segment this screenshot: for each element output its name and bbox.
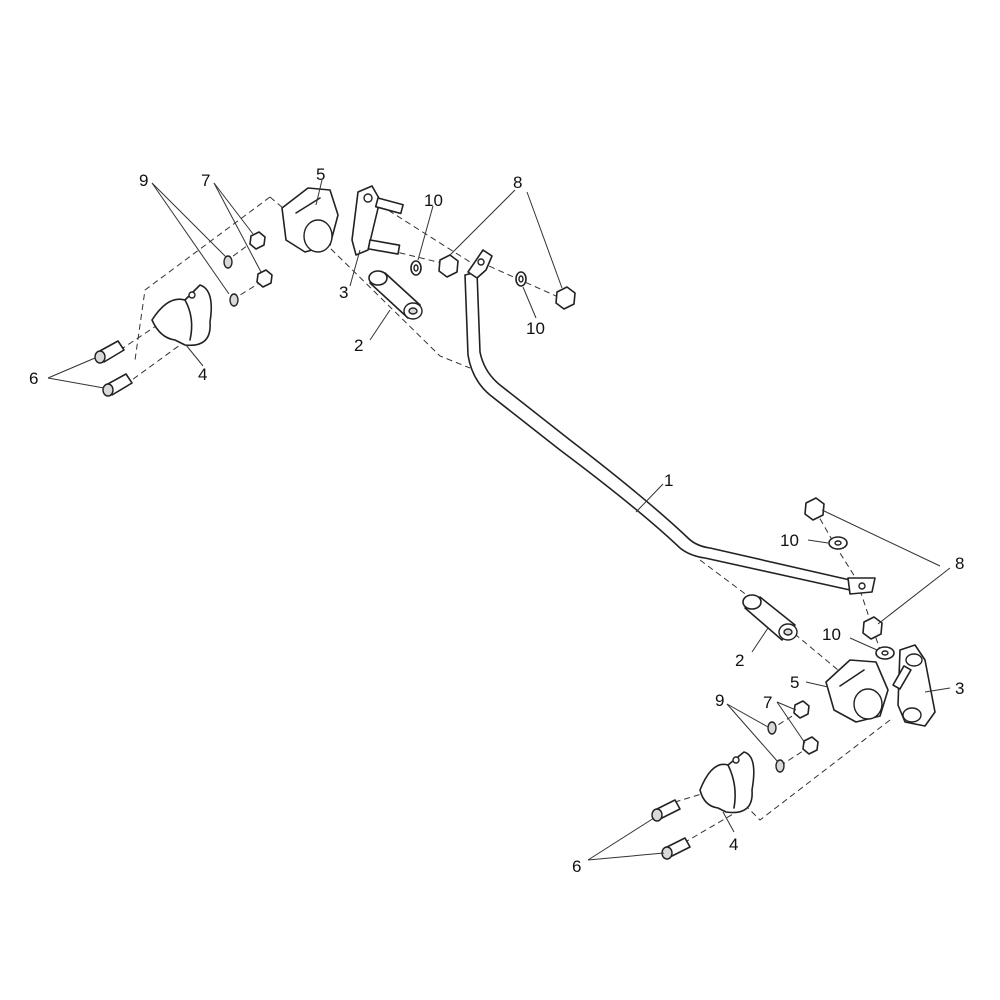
small-nuts-left: [249, 231, 273, 288]
callout-10-upper-right: 10: [780, 531, 799, 550]
bolts-right: [651, 799, 691, 860]
callout-9-right: 9: [715, 691, 724, 710]
callout-5-left: 5: [316, 165, 325, 184]
callout-6-right: 6: [572, 857, 581, 876]
callout-2-left: 2: [354, 336, 363, 355]
u-bracket-right: [699, 751, 755, 814]
end-link-right: [892, 644, 936, 727]
callout-5-right: 5: [790, 673, 799, 692]
leader-lines: [47, 179, 951, 861]
lock-washers-left: [223, 255, 239, 307]
flat-washers: [410, 260, 895, 660]
u-bracket-left: [151, 284, 213, 347]
callout-labels: 9 7 5 10 8 3 2 10 6 4 1 10 8 10 2 5 3 9 …: [29, 165, 964, 876]
callout-7-left: 7: [201, 171, 210, 190]
small-nuts-right: [793, 700, 819, 755]
lock-washers-right: [767, 721, 785, 773]
bushing-housing-right: [825, 659, 889, 723]
callout-6-left: 6: [29, 369, 38, 388]
callout-8-lower: 8: [955, 554, 964, 573]
callout-4-left: 4: [198, 365, 207, 384]
bushing-right: [742, 594, 798, 641]
end-link-left: [351, 185, 404, 256]
flange-nuts: [438, 254, 883, 640]
stabilizer-bar: [464, 249, 876, 595]
callout-8-upper: 8: [513, 173, 522, 192]
callout-3-right: 3: [955, 679, 964, 698]
bushing-left: [368, 270, 423, 320]
callout-3-left: 3: [339, 283, 348, 302]
callout-9-left: 9: [139, 171, 148, 190]
bolts-left: [94, 340, 133, 397]
bushing-housing-left: [281, 187, 339, 253]
callout-4-right: 4: [729, 835, 738, 854]
callout-1: 1: [664, 471, 673, 490]
callout-10-lower-right: 10: [822, 625, 841, 644]
callout-7-right: 7: [763, 693, 772, 712]
callout-10-upper-left: 10: [424, 191, 443, 210]
callout-2-right: 2: [735, 651, 744, 670]
callout-10-lower-left: 10: [526, 319, 545, 338]
